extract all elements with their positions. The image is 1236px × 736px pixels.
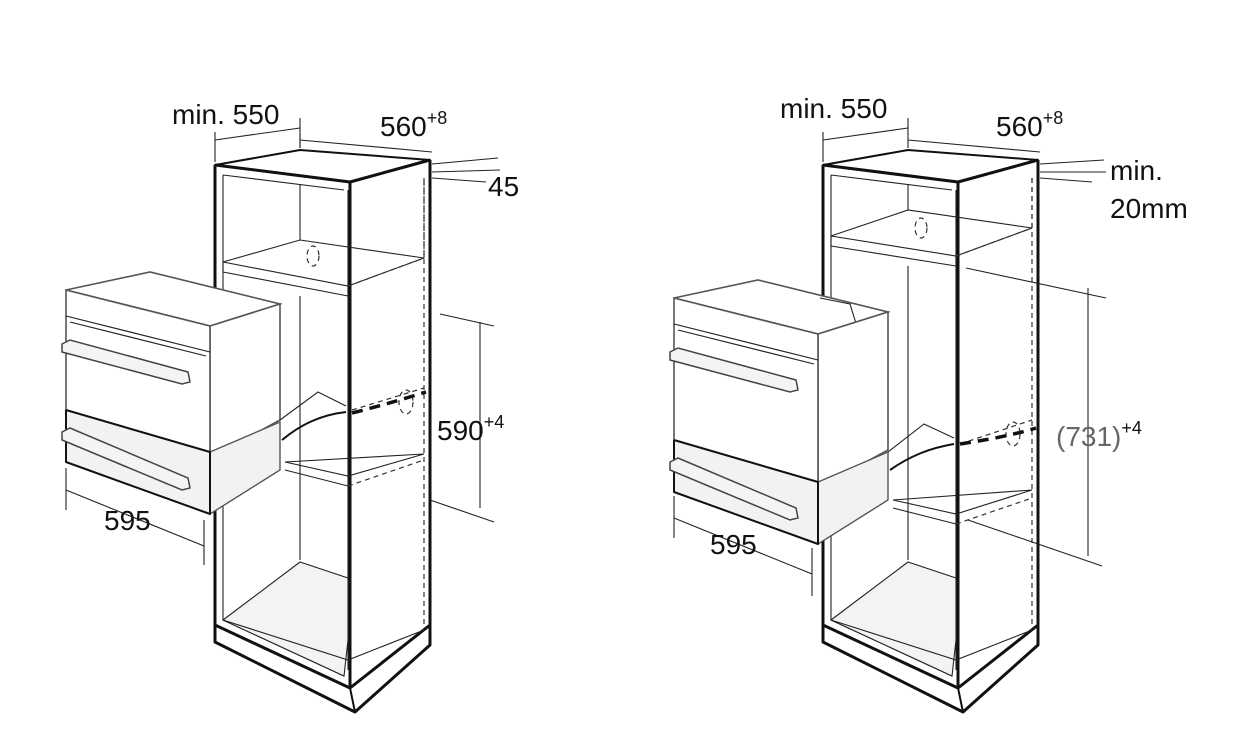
left-depth-label: min. 550 — [172, 99, 279, 130]
right-gap-label-line2: 20mm — [1110, 193, 1188, 224]
right-width-tolerance: +8 — [1043, 108, 1064, 128]
left-width-label: 560+8 — [380, 108, 447, 142]
left-oven — [61, 271, 427, 515]
right-oven — [669, 279, 1037, 545]
right-front-width-label: 595 — [710, 529, 757, 560]
left-niche-height-label: 590+4 — [437, 412, 504, 446]
right-width-label: 560+8 — [996, 108, 1063, 142]
left-front-width-label: 595 — [104, 505, 151, 536]
right-niche-height-label: (731)+4 — [1056, 418, 1142, 452]
right-dimension-lines — [673, 118, 1107, 596]
right-niche-height-value: (731) — [1056, 421, 1121, 452]
right-depth-label: min. 550 — [780, 93, 887, 124]
right-installation-diagram: min. 550 560+8 min. 20mm (731)+4 595 — [669, 93, 1188, 714]
left-installation-diagram: min. 550 560+8 45 590+4 595 — [61, 99, 519, 714]
left-gap-label: 45 — [488, 171, 519, 202]
left-width-value: 560 — [380, 111, 427, 142]
left-niche-height-tolerance: +4 — [484, 412, 505, 432]
right-niche-height-tolerance: +4 — [1121, 418, 1142, 438]
left-niche-height-value: 590 — [437, 415, 484, 446]
right-gap-label-line1: min. — [1110, 155, 1163, 186]
left-width-tolerance: +8 — [427, 108, 448, 128]
right-width-value: 560 — [996, 111, 1043, 142]
left-dimension-lines — [65, 118, 501, 565]
